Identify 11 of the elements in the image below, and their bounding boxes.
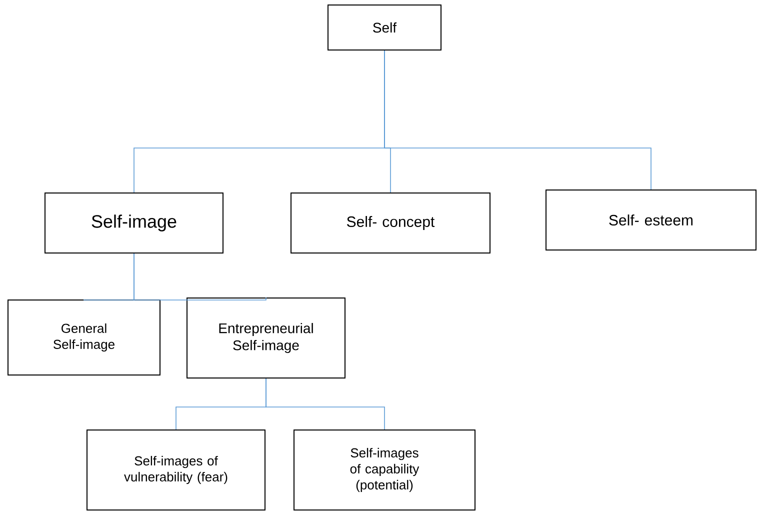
box: Self- concept [290,192,490,254]
box: Self- esteem [546,190,756,250]
box: Entrepreneurial Self-image [186,298,346,378]
connector [266,378,385,430]
box: Self-images of vulnerability (fear) [86,430,266,510]
box: Self-images of capability (potential) [294,430,476,510]
connector [134,253,266,300]
connector [384,50,652,190]
box: Self [328,4,442,50]
box: General Self-image [8,300,160,376]
box: Self-image [44,192,224,254]
